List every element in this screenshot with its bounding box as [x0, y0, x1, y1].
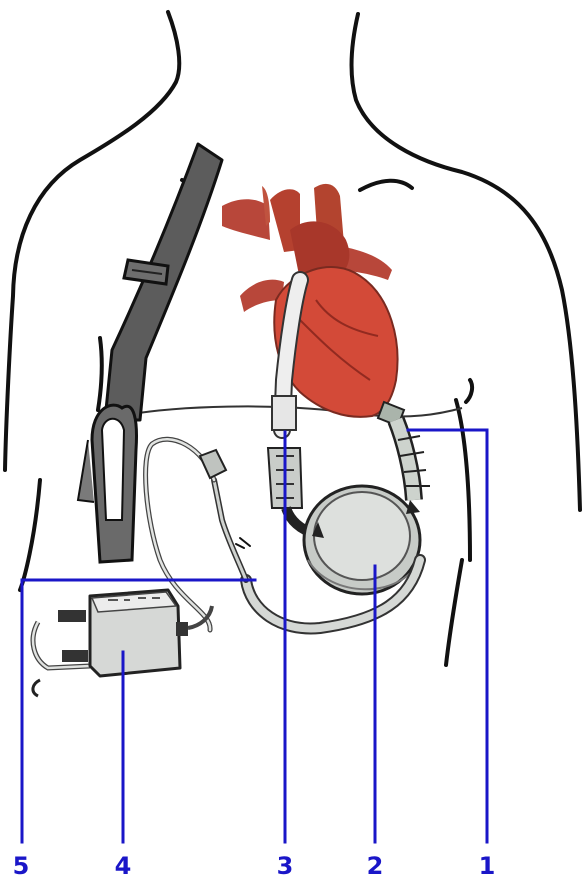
callout-number-5: 5: [6, 852, 36, 880]
callout-number-2: 2: [360, 852, 390, 880]
pump: [304, 486, 420, 594]
callout-number-4: 4: [108, 852, 138, 880]
heart: [222, 184, 398, 417]
callout-number-1: 1: [472, 852, 502, 880]
callout-number-3: 3: [270, 852, 300, 880]
